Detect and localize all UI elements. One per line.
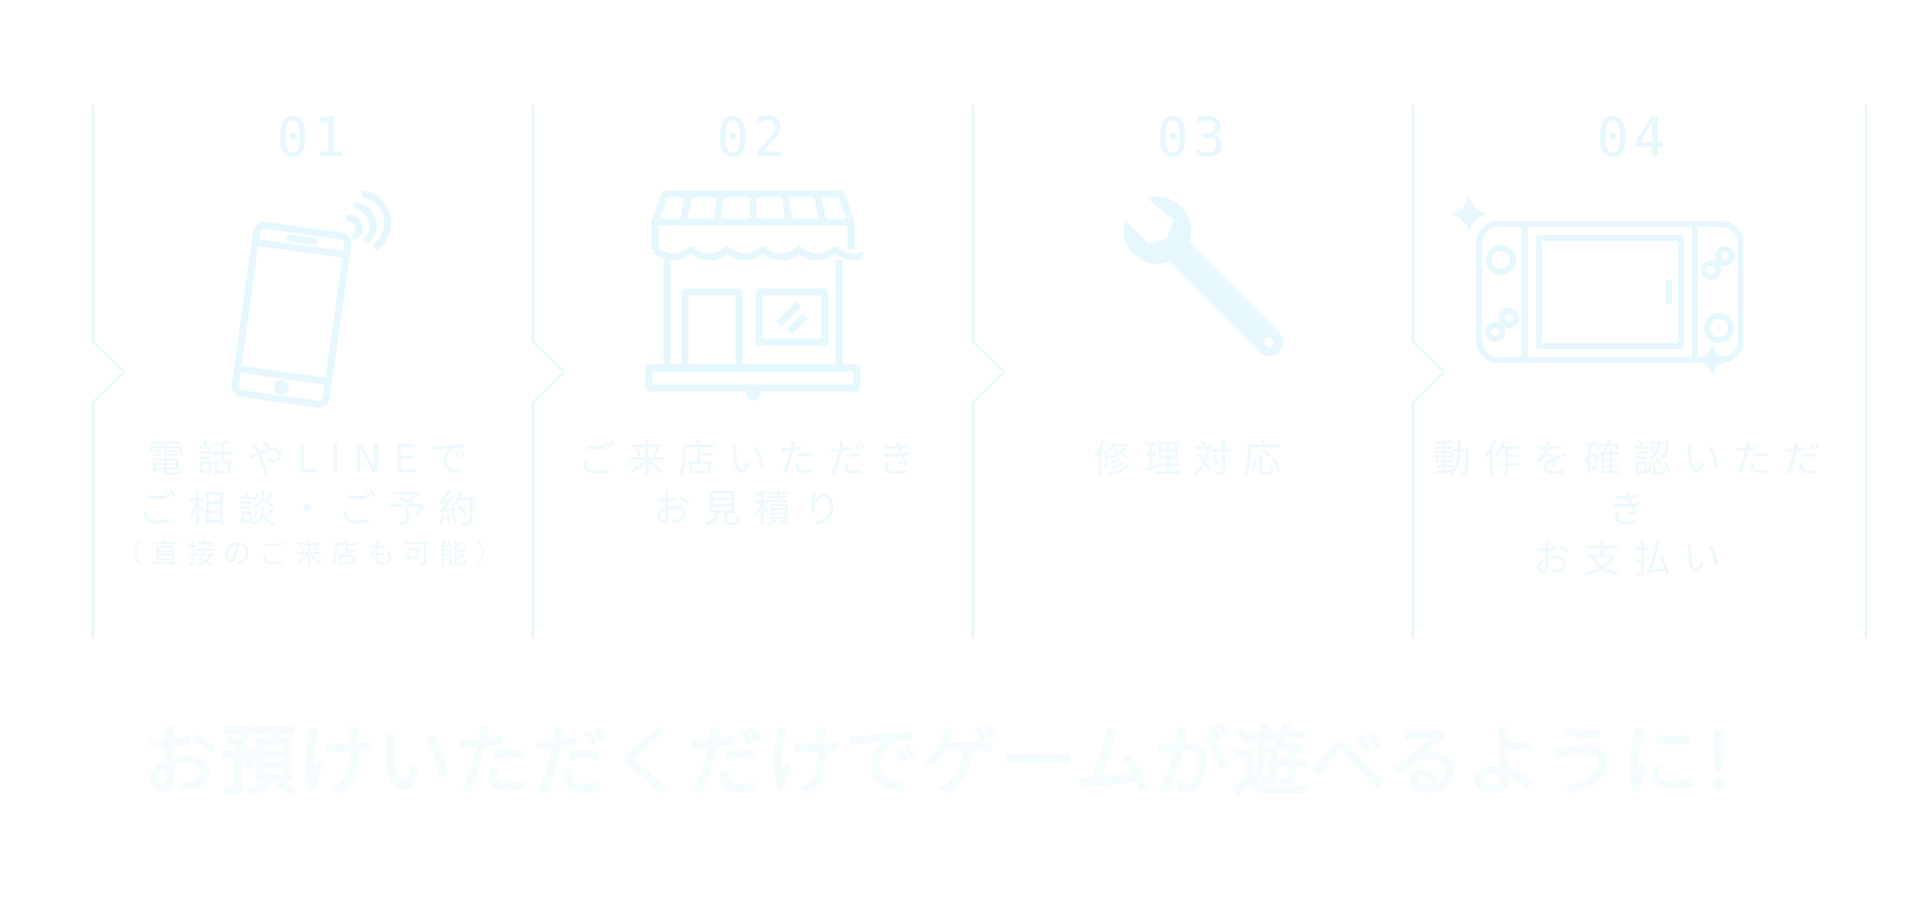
step-3: 03 修理対応 bbox=[983, 108, 1403, 484]
step-label: 修理対応 bbox=[983, 434, 1403, 484]
step-number: 04 bbox=[1596, 106, 1670, 169]
divider-1 bbox=[92, 105, 126, 638]
step-number: 03 bbox=[1156, 106, 1230, 169]
smartphone-icon bbox=[231, 190, 392, 408]
divider-3 bbox=[972, 105, 1006, 638]
step-label-line-1: ご来店いただき bbox=[577, 437, 928, 481]
step-label-line-2: ご相談・ご予約 bbox=[137, 487, 488, 531]
divider-4 bbox=[1412, 105, 1446, 638]
step-label-line-1: 電話やLINEで bbox=[146, 437, 480, 481]
step-label: ご来店いただき お見積り bbox=[543, 434, 963, 534]
step-number: 02 bbox=[716, 106, 790, 169]
step-note: （直接のご来店も可能） bbox=[114, 537, 511, 570]
step-number: 01 bbox=[276, 106, 350, 169]
step-label-line-2: お見積り bbox=[652, 487, 853, 531]
step-label: 電話やLINEで ご相談・ご予約 （直接のご来店も可能） bbox=[103, 434, 523, 574]
step-2: 02 ご来店いただき bbox=[543, 108, 963, 534]
wrench-icon bbox=[1123, 196, 1284, 357]
storefront-icon bbox=[645, 190, 863, 401]
step-label-line-1: 修理対応 bbox=[1092, 437, 1293, 481]
game-console-icon bbox=[1451, 196, 1743, 376]
step-label-line-2: お支払い bbox=[1532, 537, 1733, 581]
tagline: お預けいただくだけでゲームが遊べるように！ bbox=[142, 717, 1778, 806]
divider-2 bbox=[532, 105, 566, 638]
sparkle-icon bbox=[1451, 196, 1487, 232]
step-label: 動作を確認いただき お支払い bbox=[1423, 434, 1843, 584]
step-4: 04 動作を確認いただき お支払い bbox=[1423, 108, 1843, 584]
step-1: 01 電話やLINEで ご相談・ご予約 （直接のご来店も可能） bbox=[103, 108, 523, 574]
step-label-line-1: 動作を確認いただき bbox=[1432, 437, 1833, 531]
